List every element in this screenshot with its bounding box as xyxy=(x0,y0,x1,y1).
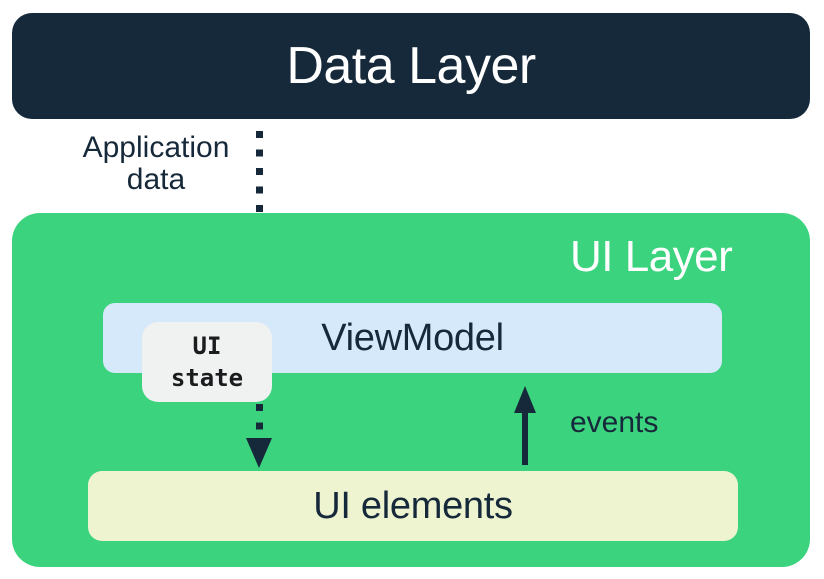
ui-layer-label: UI Layer xyxy=(570,232,733,281)
events-arrow-shaft xyxy=(522,410,528,465)
application-data-dotted-line xyxy=(256,131,263,268)
ui-state-dotted-line xyxy=(256,404,263,440)
ui-state-chip: UI state xyxy=(142,322,272,402)
arrowhead-up-icon xyxy=(514,386,536,413)
viewmodel-label: ViewModel xyxy=(321,316,504,359)
ui-elements-box: UI elements xyxy=(88,471,738,541)
ui-state-chip-line1: UI xyxy=(192,332,222,360)
ui-elements-label: UI elements xyxy=(313,484,513,527)
data-layer-label: Data Layer xyxy=(286,37,536,95)
events-label: events xyxy=(570,406,659,439)
arrowhead-down-icon xyxy=(246,438,272,468)
ui-state-chip-line2: state xyxy=(170,364,244,392)
application-data-label: Application data xyxy=(75,132,237,196)
application-data-label-line1: Application xyxy=(82,131,230,164)
data-layer-box: Data Layer xyxy=(12,13,810,119)
application-data-label-line2: data xyxy=(126,163,186,196)
